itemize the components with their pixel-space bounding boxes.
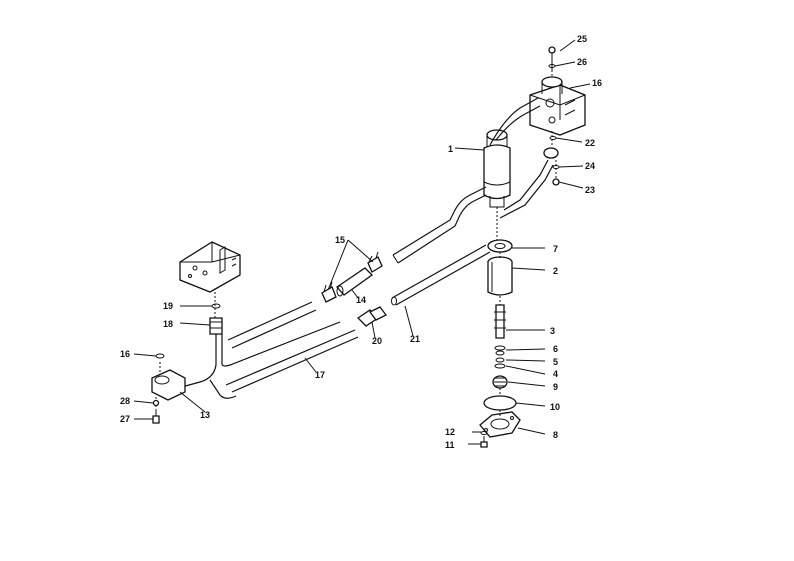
fitting-20 bbox=[356, 306, 387, 327]
label-2: 2 bbox=[553, 266, 558, 276]
valve-stack bbox=[492, 304, 508, 389]
label-22: 22 bbox=[585, 138, 595, 148]
filter-head-1 bbox=[483, 129, 511, 208]
washer-19 bbox=[211, 303, 221, 309]
label-16-left: 16 bbox=[120, 349, 130, 359]
label-16-top: 16 bbox=[592, 78, 602, 88]
label-5: 5 bbox=[553, 357, 558, 367]
label-3: 3 bbox=[550, 326, 555, 336]
label-7: 7 bbox=[553, 244, 558, 254]
fitting-18 bbox=[209, 317, 223, 335]
label-10: 10 bbox=[550, 402, 560, 412]
label-13: 13 bbox=[200, 410, 210, 420]
valve-block-top-right bbox=[529, 76, 586, 136]
filter-element-2 bbox=[487, 256, 513, 296]
label-21: 21 bbox=[410, 334, 420, 344]
label-6: 6 bbox=[553, 344, 558, 354]
label-14: 14 bbox=[356, 295, 366, 305]
label-9: 9 bbox=[553, 382, 558, 392]
label-28: 28 bbox=[120, 396, 130, 406]
label-4: 4 bbox=[553, 369, 558, 379]
label-15: 15 bbox=[335, 235, 345, 245]
cover-8 bbox=[479, 411, 521, 438]
part-labels: 1 2 3 4 5 6 7 8 9 10 11 12 13 14 15 16 1… bbox=[120, 34, 602, 450]
o-ring-10 bbox=[483, 395, 517, 411]
label-23: 23 bbox=[585, 185, 595, 195]
label-20: 20 bbox=[372, 336, 382, 346]
label-25: 25 bbox=[577, 34, 587, 44]
seal-7 bbox=[487, 239, 513, 253]
label-8: 8 bbox=[553, 430, 558, 440]
label-1: 1 bbox=[448, 144, 453, 154]
label-19: 19 bbox=[163, 301, 173, 311]
hose-14 bbox=[321, 251, 383, 303]
label-27: 27 bbox=[120, 414, 130, 424]
leader-lines bbox=[133, 39, 591, 445]
label-26: 26 bbox=[577, 57, 587, 67]
bolt-25 bbox=[548, 46, 556, 70]
label-24: 24 bbox=[585, 161, 595, 171]
label-18: 18 bbox=[163, 319, 173, 329]
label-12: 12 bbox=[445, 427, 455, 437]
valve-block-left bbox=[179, 241, 241, 293]
label-11: 11 bbox=[445, 440, 455, 450]
label-17: 17 bbox=[315, 370, 325, 380]
elbow-13 bbox=[151, 369, 186, 401]
bolt-11 bbox=[480, 431, 488, 448]
